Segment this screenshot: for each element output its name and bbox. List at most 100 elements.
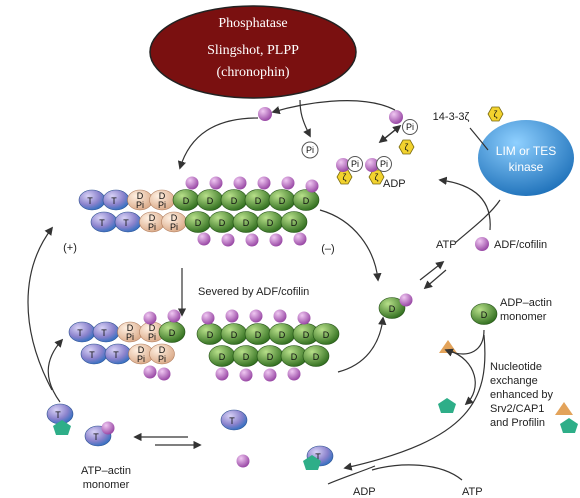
atp-label-top: ATP xyxy=(436,239,457,251)
adp-subunit: D xyxy=(220,323,248,345)
cofilin xyxy=(197,232,211,246)
kinase: LIM or TES kinase xyxy=(478,120,574,196)
cofilin xyxy=(215,367,229,381)
svg-text:D: D xyxy=(207,330,214,340)
cofilin xyxy=(273,309,287,323)
adp-subunit: D xyxy=(312,323,340,345)
svg-text:D: D xyxy=(291,352,298,362)
cofilin xyxy=(293,232,307,246)
svg-text:D: D xyxy=(255,196,262,206)
svg-text:D: D xyxy=(303,196,310,206)
svg-text:D: D xyxy=(149,323,156,333)
svg-text:T: T xyxy=(93,432,99,442)
svg-text:D: D xyxy=(219,352,226,362)
svg-text:T: T xyxy=(89,350,95,360)
protein-14-3-3-label: 14-3-3ζ xyxy=(433,111,470,123)
protein-14-3-3: ζ ζ ζ ζ xyxy=(336,106,504,185)
adppi-subunit: DPi xyxy=(161,211,187,233)
svg-text:D: D xyxy=(127,323,134,333)
adp-subunit: D xyxy=(378,297,406,319)
severed-label: Severed by ADF/cofilin xyxy=(198,286,309,298)
svg-text:T: T xyxy=(77,328,83,338)
adp-actin-label-1: ADP–actin xyxy=(500,297,552,309)
svg-text:D: D xyxy=(231,330,238,340)
svg-text:Pi: Pi xyxy=(380,159,388,169)
svg-text:D: D xyxy=(267,352,274,362)
adp-label-bottom: ADP xyxy=(353,486,376,498)
svg-text:T: T xyxy=(87,196,93,206)
adp-subunit: D xyxy=(280,211,308,233)
svg-text:D: D xyxy=(171,213,178,223)
nucleotide-label-4: Srv2/CAP1 xyxy=(490,403,544,415)
adp-subunit: D xyxy=(208,211,236,233)
atp-subunit: T xyxy=(114,211,142,233)
svg-text:D: D xyxy=(323,330,330,340)
atp-subunit: T xyxy=(68,321,96,343)
adp-subunit: D xyxy=(208,345,236,367)
svg-text:ζ: ζ xyxy=(494,109,498,119)
minus-end-label: (–) xyxy=(321,243,334,255)
svg-text:D: D xyxy=(279,196,286,206)
cofilin xyxy=(185,176,199,190)
adp-subunit: D xyxy=(158,321,186,343)
nucleotide-label-1: Nucleotide xyxy=(490,361,542,373)
adppi-subunit: DPi xyxy=(139,211,165,233)
adp-subunit: D xyxy=(196,323,224,345)
cofilin xyxy=(287,367,301,381)
svg-text:D: D xyxy=(169,328,176,338)
cofilin xyxy=(201,311,215,325)
cofilin xyxy=(399,293,413,307)
adp-subunit: D xyxy=(232,211,260,233)
adp-subunit: D xyxy=(196,189,224,211)
adp-subunit: D xyxy=(172,189,200,211)
profilin xyxy=(303,455,321,470)
cofilin xyxy=(221,233,235,247)
cofilin xyxy=(209,176,223,190)
cofilin xyxy=(297,311,311,325)
svg-text:T: T xyxy=(123,218,129,228)
cofilin xyxy=(236,454,250,468)
adp-subunit: D xyxy=(268,323,296,345)
adp-subunit: D xyxy=(256,211,284,233)
svg-text:T: T xyxy=(99,218,105,228)
svg-text:T: T xyxy=(101,328,107,338)
atp-subunit: T xyxy=(104,343,132,365)
profilin-pentagon xyxy=(560,418,578,433)
adp-label-top: ADP xyxy=(383,178,406,190)
adp-actin-label-2: monomer xyxy=(500,311,547,323)
adp-subunit: D xyxy=(292,189,320,211)
cofilin xyxy=(305,179,319,193)
cofilin xyxy=(233,176,247,190)
svg-text:ζ: ζ xyxy=(405,142,409,152)
svg-text:Pi: Pi xyxy=(136,200,144,210)
svg-text:D: D xyxy=(149,213,156,223)
cofilin xyxy=(167,309,181,323)
svg-text:D: D xyxy=(255,330,262,340)
svg-text:ζ: ζ xyxy=(343,172,347,182)
svg-text:D: D xyxy=(137,191,144,201)
svg-text:Pi: Pi xyxy=(406,122,414,132)
cofilin xyxy=(245,233,259,247)
svg-text:D: D xyxy=(159,345,166,355)
atp-subunit: T xyxy=(46,403,74,425)
svg-text:D: D xyxy=(183,196,190,206)
phospho-cofilin-group: Pi Pi Pi Pi xyxy=(258,107,418,172)
arrows xyxy=(27,99,501,485)
adp-subunit: D xyxy=(268,189,296,211)
svg-text:D: D xyxy=(219,218,226,228)
atp-subunit: T xyxy=(80,343,108,365)
svg-text:D: D xyxy=(389,304,396,314)
adppi-subunit: DPi xyxy=(117,321,143,343)
svg-text:T: T xyxy=(315,452,321,462)
plus-end-label: (+) xyxy=(63,242,77,254)
srv2-cap1-triangle xyxy=(555,402,573,415)
svg-text:D: D xyxy=(243,352,250,362)
adp-subunit: D xyxy=(220,189,248,211)
adp-subunit: D xyxy=(470,303,498,325)
cofilin xyxy=(143,365,157,379)
svg-text:Pi: Pi xyxy=(137,354,145,364)
